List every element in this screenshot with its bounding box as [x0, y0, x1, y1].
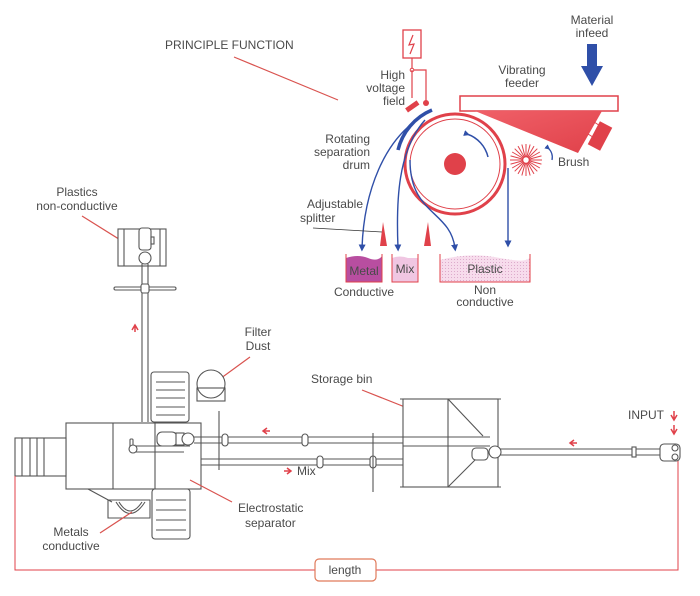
brush-bristle — [514, 161, 525, 172]
rotating-separation-drum — [396, 108, 507, 216]
principle-function-section: PRINCIPLE FUNCTION High voltage field Ma… — [165, 13, 619, 309]
brush-bristle — [528, 160, 542, 165]
label-conductive: Conductive — [334, 285, 394, 299]
input-conveyor — [500, 443, 681, 462]
brush-bristle — [528, 151, 541, 159]
label-separator-1: Electrostatic — [238, 501, 303, 515]
metals-chute — [87, 488, 151, 519]
length-badge — [314, 558, 377, 582]
brush-bristle — [528, 161, 541, 169]
label-rotating-drum-3: drum — [343, 158, 370, 172]
brush-bristle — [528, 155, 542, 160]
input-arrow-1 — [670, 411, 678, 422]
label-filter-2: Dust — [246, 339, 271, 353]
label-material-infeed-2: infeed — [576, 26, 609, 40]
vibrating-feeder-tray — [459, 95, 619, 112]
brush-bristle — [521, 162, 526, 176]
label-brush: Brush — [558, 155, 589, 169]
label-plastics-2: non-conductive — [36, 199, 118, 213]
brush-bristle — [517, 145, 525, 158]
label-bin-mix: Mix — [396, 262, 415, 276]
brush-bristle — [526, 162, 531, 176]
label-high-voltage-2: voltage — [366, 81, 405, 95]
label-rotating-drum-2: separation — [314, 145, 370, 159]
bin-metal — [345, 254, 383, 283]
label-metals-1: Metals — [53, 525, 88, 539]
electrode — [405, 100, 420, 113]
plastics-output-unit — [113, 227, 177, 422]
label-storage-bin: Storage bin — [311, 372, 372, 386]
arrow-down-icon — [581, 44, 603, 86]
label-high-voltage-3: field — [383, 94, 405, 108]
brush-bristle — [527, 162, 535, 175]
label-non-conductive-1: Non — [474, 283, 496, 297]
label-high-voltage-1: High — [380, 68, 405, 82]
flow-arrow-left-1 — [261, 427, 270, 435]
length-dimension-left — [14, 476, 315, 571]
length-dimension-right — [376, 461, 679, 571]
label-non-conductive-2: conductive — [456, 295, 514, 309]
brush-bristle — [527, 161, 538, 172]
flow-arrow-right-mix — [284, 467, 293, 475]
material-flow-lines — [358, 117, 512, 252]
filter-dust-unit — [196, 369, 226, 402]
brush — [510, 144, 542, 176]
flow-arrow-left-2 — [568, 439, 577, 447]
plant-layout-section: Plastics non-conductive Filter Dust — [14, 185, 681, 582]
splitter-blade-1 — [380, 222, 387, 246]
bottom-fan-unit — [151, 488, 191, 540]
transfer-pipes — [194, 411, 437, 492]
brush-bristle — [517, 162, 525, 175]
label-length: length — [329, 563, 362, 577]
label-separator-2: separator — [245, 516, 296, 530]
label-filter-1: Filter — [245, 325, 272, 339]
leader-metals — [99, 511, 133, 534]
label-adjustable-splitter-1: Adjustable — [307, 197, 363, 211]
brush-bristle — [527, 145, 535, 158]
label-rotating-drum-1: Rotating — [325, 132, 370, 146]
input-arrow-2 — [670, 425, 678, 436]
label-material-infeed-1: Material — [571, 13, 614, 27]
left-conveyor — [14, 437, 67, 477]
brush-bristle — [510, 160, 524, 165]
vibrator-motor — [587, 121, 613, 151]
label-input: INPUT — [628, 408, 665, 422]
bin-plastic — [439, 254, 531, 283]
brush-bristle — [521, 144, 526, 158]
label-adjustable-splitter-2: splitter — [300, 211, 335, 225]
storage-bin — [400, 398, 502, 488]
label-metals-2: conductive — [42, 539, 100, 553]
label-plastics-1: Plastics — [56, 185, 97, 199]
high-voltage-source — [402, 29, 429, 113]
label-bin-metal: Metal — [349, 264, 378, 278]
principle-function-title: PRINCIPLE FUNCTION — [165, 38, 294, 52]
label-mix: Mix — [297, 464, 316, 478]
label-bin-plastic: Plastic — [467, 262, 502, 276]
brush-hub — [521, 155, 531, 165]
brush-bristle — [514, 148, 525, 159]
principle-leader-line — [233, 56, 339, 101]
label-vibrating-feeder-2: feeder — [505, 76, 539, 90]
brush-bristle — [526, 144, 531, 158]
electrostatic-separator — [65, 422, 202, 490]
splitter-blade-2 — [424, 222, 431, 246]
brush-bristle — [527, 148, 538, 159]
bin-mix — [391, 254, 419, 283]
rotation-arrow — [463, 130, 489, 158]
brush-bristle — [510, 155, 524, 160]
vibrating-feeder-body — [475, 111, 602, 153]
brush-bristle — [511, 151, 524, 159]
label-vibrating-feeder-1: Vibrating — [498, 63, 545, 77]
lightning-bolt-icon — [408, 34, 415, 55]
top-fan-unit — [150, 371, 190, 423]
flow-arrow-up — [131, 323, 139, 332]
leader-separator — [189, 479, 233, 503]
brush-bristle — [511, 161, 524, 169]
